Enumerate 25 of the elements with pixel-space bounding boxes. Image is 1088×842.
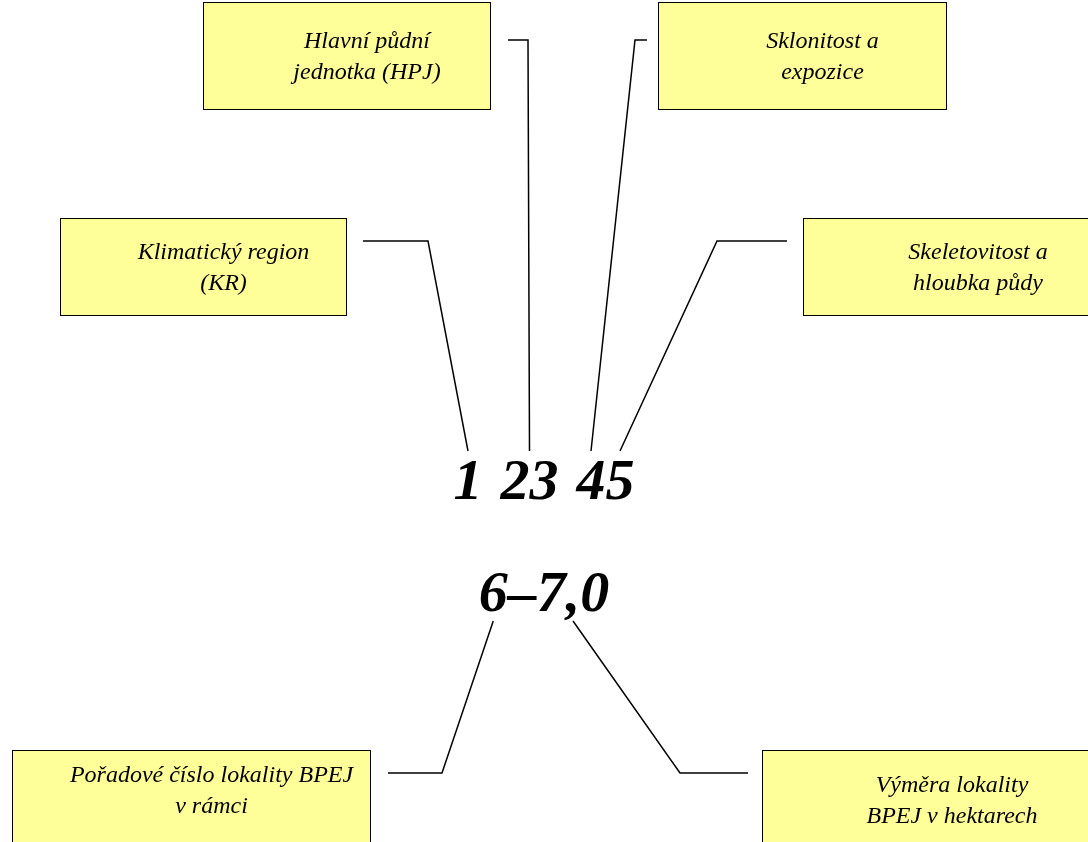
code-digits: 7,0 [536,563,610,621]
callout-box [60,218,347,316]
callout-box [658,2,947,110]
code-separator: – [507,563,537,621]
code-digits: 5 [605,451,635,509]
callout-text: Pořadové číslo lokality BPEJ v rámci [68,760,355,821]
leader-line [619,240,788,452]
leader-line [590,39,648,452]
code-digits: 1 [453,451,483,509]
leader-line [362,240,469,452]
callout-text: Hlavní půdní jednotka (HPJ) [267,24,467,88]
code-digits: 23 [500,451,559,509]
callout-box [12,750,371,842]
callout-box [203,2,491,110]
callout-box [803,218,1088,316]
leader-line [507,39,531,452]
leader-line [387,620,494,774]
code-digits: 6 [478,563,508,621]
callout-text: Skeletovitost a hloubka půdy [907,236,1049,297]
leader-line [572,620,749,774]
callout-text: Sklonitost a expozice [765,25,880,86]
code-digits: 4 [576,451,606,509]
callout-text: Klimatický region (KR) [136,236,311,297]
callout-text: Výměra lokality BPEJ v hektarech [865,769,1039,830]
callout-box [762,750,1088,842]
